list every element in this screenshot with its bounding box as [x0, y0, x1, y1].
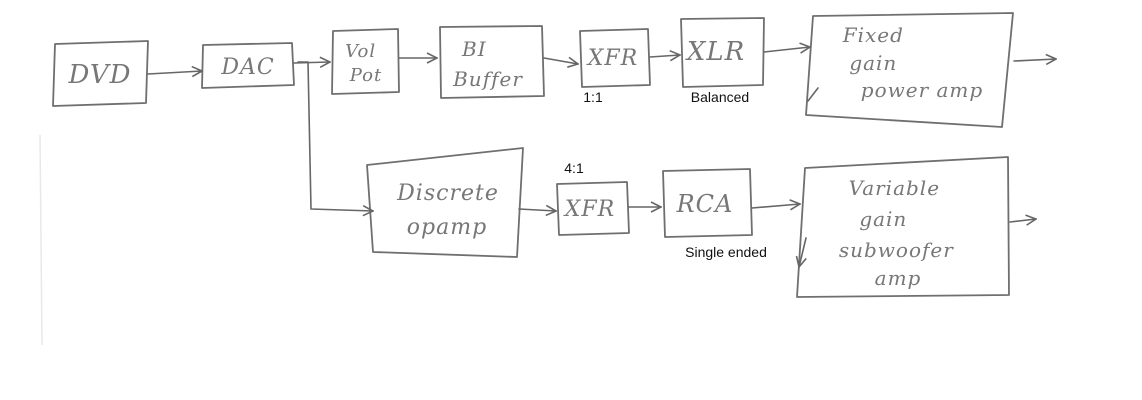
discrete-opamp-label: Discrete opamp [396, 181, 507, 240]
xlr-label: XLR [685, 37, 745, 67]
fixed-amp-gain-tick [807, 87, 819, 102]
xlr-block: XLR [680, 17, 765, 88]
xfr-top-label: XFR [586, 46, 639, 71]
vol-pot-label: Vol Pot [345, 41, 383, 86]
vol-pot-block: Vol Pot [331, 28, 400, 95]
dac-block: DAC [201, 42, 295, 89]
paper-edge [39, 134, 43, 346]
arrow-buffer-to-xfr [543, 58, 578, 64]
variable-gain-subwoofer-amp-block: Variable gain subwoofer amp [796, 156, 1010, 298]
dvd-label: DVD [67, 60, 131, 90]
dac-label: DAC [220, 55, 274, 80]
xfr-top-block: XFR [579, 28, 651, 88]
variable-amp-gain-arrow [799, 237, 806, 267]
arrow-dac-to-vol-pot [293, 62, 330, 63]
arrow-xlr-to-fixed-amp [763, 47, 810, 52]
single-ended-label: Single ended [685, 244, 767, 260]
bi-buffer-block: BI Buffer [439, 25, 545, 99]
arrow-fixed-amp-output [1013, 59, 1056, 61]
xfr-bottom-block: XFR [556, 181, 630, 236]
arrow-dvd-to-dac [147, 71, 202, 74]
arrow-opamp-to-xfr [518, 209, 556, 211]
bi-buffer-label: BI Buffer [452, 37, 523, 91]
xfr-bottom-label: XFR [563, 197, 616, 222]
fixed-gain-power-amp-block: Fixed gain power amp [805, 12, 1014, 128]
dvd-block: DVD [52, 40, 149, 107]
variable-gain-subwoofer-amp-label: Variable gain subwoofer amp [839, 176, 961, 290]
fixed-gain-power-amp-label: Fixed gain power amp [842, 23, 983, 102]
rca-label: RCA [676, 190, 734, 218]
ratio-label-4-1: 4:1 [564, 160, 584, 176]
arrow-variable-amp-output [1009, 219, 1036, 222]
arrow-xfr-to-xlr [649, 55, 680, 57]
arrow-rca-to-variable-amp [751, 204, 800, 208]
ratio-label-1-1: 1:1 [583, 89, 603, 105]
rca-block: RCA [662, 168, 753, 238]
balanced-label: Balanced [691, 89, 749, 105]
arrow-dac-to-discrete-opamp [297, 61, 373, 211]
discrete-opamp-block: Discrete opamp [366, 147, 524, 258]
